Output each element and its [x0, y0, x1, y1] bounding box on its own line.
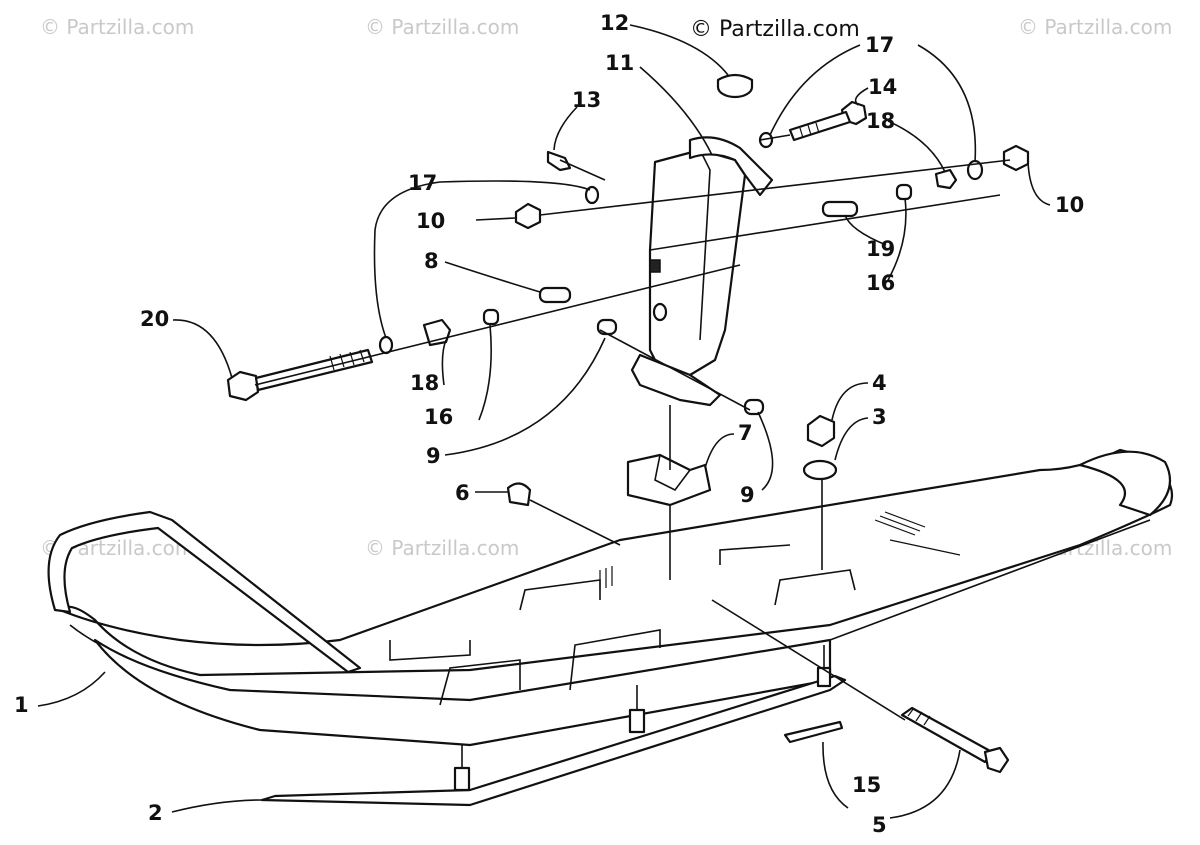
callout-9: 9 [426, 444, 441, 468]
callout-14: 14 [868, 75, 897, 99]
bushing [482, 308, 500, 326]
nut [506, 482, 532, 507]
lock-washer [378, 335, 394, 355]
watermark: © Partzilla.com [365, 536, 519, 560]
ski-body [47, 448, 1174, 747]
callout-4: 4 [872, 371, 887, 395]
callout-5: 5 [872, 813, 887, 837]
watermark: © Partzilla.com [365, 15, 519, 39]
callout-17: 17 [865, 33, 894, 57]
sleeve [538, 286, 572, 304]
saddle-bracket [626, 453, 712, 507]
callout-6: 6 [455, 481, 470, 505]
callout-13: 13 [572, 88, 601, 112]
cap-plug-top [716, 73, 754, 87]
callout-16: 16 [424, 405, 453, 429]
callout-2: 2 [148, 801, 163, 825]
cotter-pin [783, 720, 844, 744]
bolt-20 [226, 348, 374, 402]
callout-10: 10 [1055, 193, 1084, 217]
grease-fitting [546, 150, 572, 172]
callout-12: 12 [600, 11, 629, 35]
callout-15: 15 [852, 773, 881, 797]
bushing [596, 318, 618, 336]
pin [821, 200, 859, 218]
callout-17: 17 [408, 171, 437, 195]
callout-18: 18 [866, 109, 895, 133]
ski-runner [260, 645, 847, 807]
copyright-text: © Partzilla.com [690, 17, 860, 42]
callout-18: 18 [410, 371, 439, 395]
nut [514, 202, 542, 230]
callout-16: 16 [866, 271, 895, 295]
bushing [743, 398, 765, 416]
callout-8: 8 [424, 249, 439, 273]
nut [806, 414, 836, 448]
callout-19: 19 [866, 237, 895, 261]
callout-10: 10 [416, 209, 445, 233]
flat-washer [802, 459, 838, 481]
callout-11: 11 [605, 51, 634, 75]
assembly-lines [254, 134, 1011, 721]
leader-lines [37, 24, 1051, 819]
callout-1: 1 [14, 693, 29, 717]
callout-7: 7 [738, 421, 753, 445]
lock-washer [584, 185, 600, 205]
callout-9: 9 [740, 483, 755, 507]
bushing [895, 183, 913, 201]
nut [1002, 144, 1030, 172]
callout-20: 20 [140, 307, 169, 331]
callout-labels: 1 2 3 4 5 6 7 8 9 9 10 10 11 12 13 14 15… [14, 11, 1084, 837]
bolt-5 [900, 706, 1010, 774]
flanged-bushing [934, 168, 958, 190]
callout-3: 3 [872, 405, 887, 429]
spindle-bracket [630, 136, 774, 407]
bolt-14 [788, 100, 868, 142]
watermark: © Partzilla.com [40, 15, 194, 39]
watermark: © Partzilla.com [1018, 15, 1172, 39]
